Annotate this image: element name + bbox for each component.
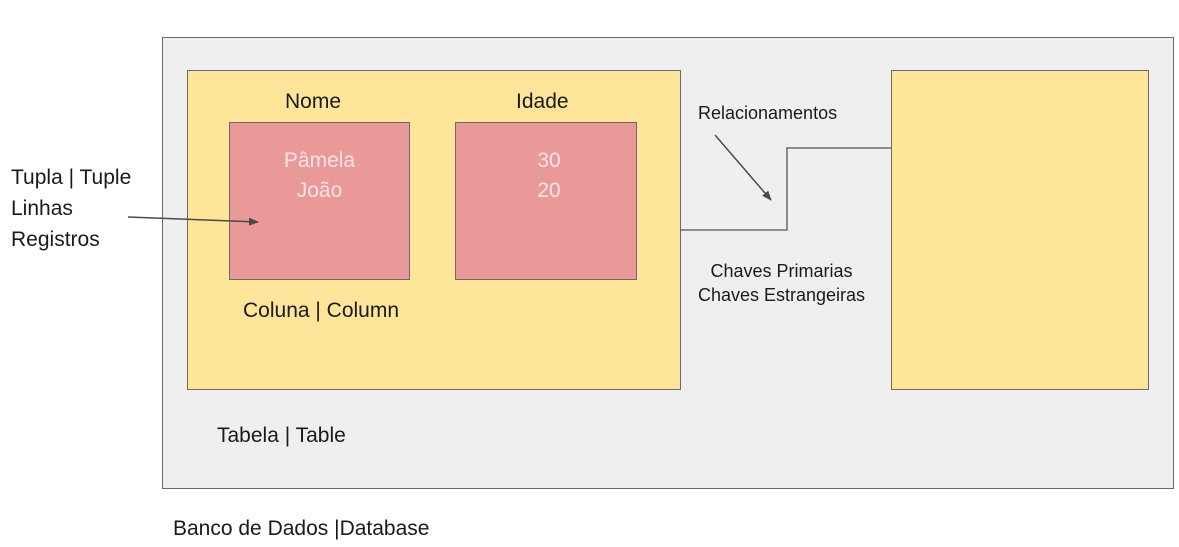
key-primary: Chaves Primarias xyxy=(710,261,853,281)
keys-label: Chaves Primarias Chaves Estrangeiras xyxy=(689,259,874,307)
column-header-nome: Nome xyxy=(285,90,342,113)
column-label: Coluna | Column xyxy=(243,299,400,322)
database-label: Banco de Dados |Database xyxy=(173,517,430,540)
cell-idade-1: 20 xyxy=(537,179,561,202)
table-related xyxy=(891,70,1149,390)
cell-nome-1: João xyxy=(296,179,343,202)
tuple-label: Tupla | Tuple Linhas Registros xyxy=(11,162,131,255)
tuple-line-0: Tupla | Tuple xyxy=(11,166,132,189)
column-nome-values: Pâmela João xyxy=(229,146,410,206)
key-foreign: Chaves Estrangeiras xyxy=(697,285,866,305)
tuple-line-2: Registros xyxy=(11,228,100,251)
tuple-line-1: Linhas xyxy=(11,197,73,220)
column-idade xyxy=(455,122,637,280)
relationships-label: Relacionamentos xyxy=(698,103,838,123)
column-nome xyxy=(229,122,410,280)
column-idade-values: 30 20 xyxy=(455,146,643,206)
table-label: Tabela | Table xyxy=(217,424,346,447)
cell-nome-0: Pâmela xyxy=(283,149,356,172)
column-header-idade: Idade xyxy=(516,90,569,113)
cell-idade-0: 30 xyxy=(537,149,561,172)
